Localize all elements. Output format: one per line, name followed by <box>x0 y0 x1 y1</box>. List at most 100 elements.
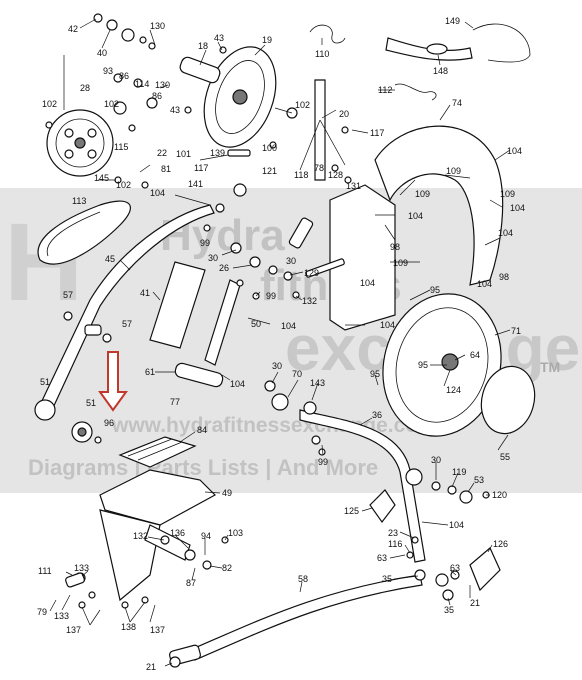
callout-label: 121 <box>262 166 277 176</box>
callout-label: 120 <box>492 490 507 500</box>
callout-label: 104 <box>150 188 165 198</box>
callout-label: 74 <box>452 98 462 108</box>
callout-label: 49 <box>222 488 232 498</box>
callout-label: 103 <box>228 528 243 538</box>
leader-lines <box>49 18 511 667</box>
callout-label: 30 <box>208 253 218 263</box>
callout-label: 26 <box>219 263 229 273</box>
callout-label: 86 <box>152 91 162 101</box>
highlight-arrow-icon <box>98 351 128 412</box>
callout-label: 70 <box>292 369 302 379</box>
callout-label: 35 <box>382 574 392 584</box>
callout-label: 109 <box>446 166 461 176</box>
callout-label: 104 <box>230 379 245 389</box>
callout-label: 115 <box>114 142 128 152</box>
callout-label: 124 <box>446 385 461 395</box>
callout-label: 131 <box>346 181 361 191</box>
belt-part <box>37 200 131 265</box>
callout-label: 30 <box>431 455 441 465</box>
callout-label: 101 <box>176 149 191 159</box>
callout-label: 100 <box>262 143 277 153</box>
callout-label: 22 <box>157 148 167 158</box>
parts <box>34 13 536 668</box>
callout-label: 93 <box>103 66 113 76</box>
callout-label: 58 <box>298 574 308 584</box>
ring-part <box>480 365 536 435</box>
callout-label: 84 <box>197 425 207 435</box>
bracket-part <box>369 489 396 524</box>
callout-label: 145 <box>94 173 109 183</box>
callout-label: 118 <box>294 170 308 180</box>
callout-label: 51 <box>40 377 50 387</box>
callout-label: 148 <box>433 66 448 76</box>
callout-label: 45 <box>105 254 115 264</box>
callout-label: 112 <box>378 85 392 95</box>
crank-part <box>174 362 224 388</box>
callout-labels: 42 40 130 43 18 19 110 149 148 93 86 114… <box>37 16 525 672</box>
callout-label: 30 <box>286 256 296 266</box>
callout-label: 36 <box>372 410 382 420</box>
callout-label: 104 <box>408 211 423 221</box>
callout-label: 95 <box>370 369 380 379</box>
callout-label: 94 <box>201 531 211 541</box>
rail-part <box>189 574 423 661</box>
callout-label: 104 <box>477 279 492 289</box>
callout-label: 42 <box>68 24 78 34</box>
callout-label: 130 <box>150 21 165 31</box>
callout-label: 137 <box>150 625 165 635</box>
callout-label: 63 <box>377 553 387 563</box>
callout-label: 104 <box>510 203 525 213</box>
callout-label: 133 <box>74 563 89 573</box>
callout-label: 30 <box>272 361 282 371</box>
callout-label: 132 <box>133 531 148 541</box>
callout-label: 53 <box>474 475 484 485</box>
callout-label: 61 <box>145 367 155 377</box>
callout-label: 18 <box>198 41 208 51</box>
callout-label: 139 <box>210 148 225 158</box>
end-cap-part <box>469 547 501 592</box>
handle-bracket-part <box>149 261 206 349</box>
callout-label: 119 <box>452 467 466 477</box>
callout-label: 99 <box>318 457 328 467</box>
callout-label: 28 <box>80 83 90 93</box>
callout-label: 143 <box>310 378 325 388</box>
callout-label: 137 <box>66 625 81 635</box>
upright-frame-part <box>314 79 326 181</box>
callout-label: 104 <box>281 321 296 331</box>
callout-label: 98 <box>499 272 509 282</box>
callout-label: 86 <box>119 71 129 81</box>
callout-label: 21 <box>146 662 156 672</box>
callout-label: 132 <box>302 296 317 306</box>
callout-label: 104 <box>507 146 522 156</box>
callout-label: 104 <box>498 228 513 238</box>
callout-label: 20 <box>339 109 349 119</box>
callout-label: 50 <box>251 319 261 329</box>
callout-label: 55 <box>500 452 510 462</box>
callout-label: 43 <box>214 33 224 43</box>
callout-label: 81 <box>161 164 171 174</box>
callout-label: 19 <box>262 35 272 45</box>
callout-label: 109 <box>415 189 430 199</box>
callout-label: 79 <box>37 607 47 617</box>
callout-label: 102 <box>104 99 119 109</box>
callout-label: 129 <box>304 268 319 278</box>
power-cord-part <box>394 83 437 101</box>
callout-label: 104 <box>360 278 375 288</box>
callout-label: 57 <box>63 290 73 300</box>
callout-label: 136 <box>170 528 185 538</box>
callout-label: 102 <box>116 180 131 190</box>
cable-part <box>309 24 346 44</box>
right-shroud-part <box>374 125 504 286</box>
callout-label: 78 <box>314 163 324 173</box>
left-arm-part <box>39 204 215 411</box>
callout-label: 23 <box>388 528 398 538</box>
callout-label: 109 <box>500 189 515 199</box>
callout-label: 113 <box>72 196 86 206</box>
callout-label: 114 <box>135 79 149 89</box>
callout-label: 126 <box>493 539 508 549</box>
callout-label: 102 <box>42 99 57 109</box>
callout-label: 87 <box>186 578 196 588</box>
callout-label: 138 <box>121 622 136 632</box>
callout-label: 64 <box>470 350 480 360</box>
